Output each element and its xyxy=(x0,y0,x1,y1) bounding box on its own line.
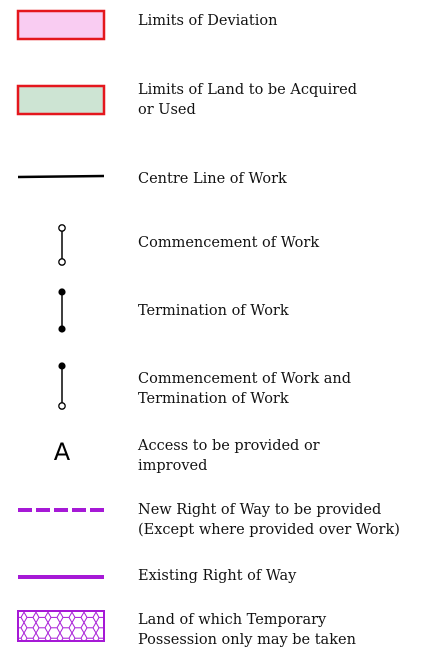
centre-line-label: Centre Line of Work xyxy=(138,171,287,187)
temporary-possession-label: Land of which Temporary Possession only … xyxy=(138,612,356,648)
limits-of-land-symbol xyxy=(0,82,124,118)
access-letter-a-symbol: A xyxy=(53,438,71,466)
commencement-of-work-symbol xyxy=(0,223,124,269)
commencement-of-work-label: Commencement of Work xyxy=(138,235,320,251)
termination-of-work-label: Termination of Work xyxy=(138,303,289,319)
termination-of-work-symbol xyxy=(0,286,124,338)
limits-of-deviation-label: Limits of Deviation xyxy=(138,13,278,29)
existing-right-of-way-symbol xyxy=(0,567,124,587)
new-right-of-way-symbol xyxy=(0,500,124,520)
limits-of-land-label: Limits of Land to be Acquired or Used xyxy=(138,82,358,118)
commencement-and-termination-label: Commencement of Work and Termination of … xyxy=(138,371,351,407)
limits-of-deviation-symbol xyxy=(0,7,124,43)
new-right-of-way-label: New Right of Way to be provided (Except … xyxy=(138,502,400,538)
access-label: Access to be provided or improved xyxy=(138,438,320,474)
centre-line-symbol xyxy=(0,168,124,188)
commencement-and-termination-symbol xyxy=(0,360,124,414)
temporary-possession-symbol xyxy=(0,607,124,645)
existing-right-of-way-label: Existing Right of Way xyxy=(138,568,297,584)
